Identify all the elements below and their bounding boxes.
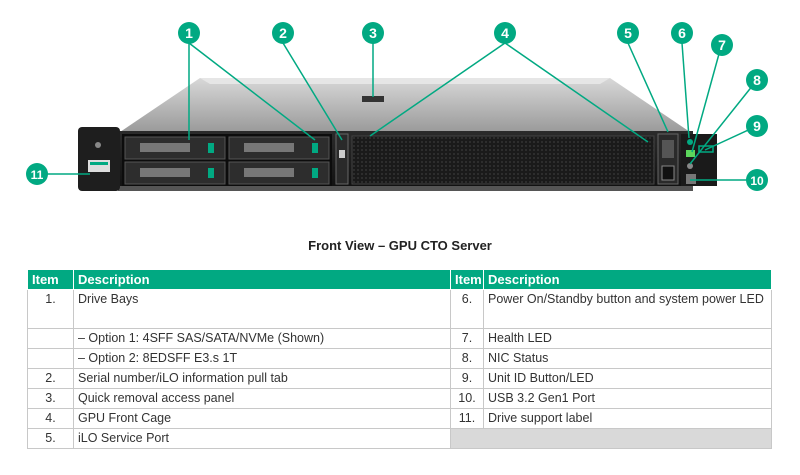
table-row: 4. GPU Front Cage 11. Drive support labe…	[27, 408, 772, 429]
table-row: 5. iLO Service Port	[27, 428, 772, 449]
item-number: 5.	[27, 428, 74, 449]
callout-8: 8	[746, 69, 768, 91]
header-item-right: Item	[450, 269, 484, 290]
item-description: Health LED	[483, 328, 772, 349]
serial-pull-tab	[335, 133, 349, 185]
svg-text:10: 10	[750, 174, 764, 188]
callout-6: 6	[671, 22, 693, 44]
item-description: Serial number/iLO information pull tab	[73, 368, 451, 389]
svg-text:5: 5	[624, 25, 632, 41]
item-number: 11.	[450, 408, 484, 429]
component-table: Item Description Item Description 1. Dri…	[27, 269, 772, 449]
item-number	[27, 348, 74, 369]
item-description: Unit ID Button/LED	[483, 368, 772, 389]
header-description-right: Description	[483, 269, 772, 290]
callout-1: 1	[178, 22, 200, 44]
left-rack-ear	[78, 127, 120, 191]
item-description: Quick removal access panel	[73, 388, 451, 409]
callout-5: 5	[617, 22, 639, 44]
callout-markers: 1 2 3 4 5 6 7 8 9 10 11	[26, 22, 768, 191]
drive-bays	[122, 134, 332, 186]
item-number: 4.	[27, 408, 74, 429]
table-row: 3. Quick removal access panel 10. USB 3.…	[27, 388, 772, 409]
item-description: – Option 2: 8EDSFF E3.s 1T	[73, 348, 451, 369]
table-row: 2. Serial number/iLO information pull ta…	[27, 368, 772, 389]
item-description: Power On/Standby button and system power…	[483, 289, 772, 329]
item-description: GPU Front Cage	[73, 408, 451, 429]
item-number: 9.	[450, 368, 484, 389]
table-row: – Option 1: 4SFF SAS/SATA/NVMe (Shown) 7…	[27, 328, 772, 349]
svg-text:8: 8	[753, 72, 761, 88]
svg-text:11: 11	[31, 168, 44, 182]
item-number: 10.	[450, 388, 484, 409]
front-control-panel	[657, 133, 717, 186]
quick-removal-access-panel	[362, 96, 384, 102]
table-filler-cell	[450, 428, 772, 449]
figure-caption: Front View – GPU CTO Server	[308, 238, 492, 253]
header-item-left: Item	[27, 269, 74, 290]
item-description: – Option 1: 4SFF SAS/SATA/NVMe (Shown)	[73, 328, 451, 349]
svg-text:9: 9	[753, 118, 761, 134]
gpu-front-cage	[351, 135, 655, 185]
item-description: USB 3.2 Gen1 Port	[483, 388, 772, 409]
item-description: Drive Bays	[73, 289, 451, 329]
callout-10: 10	[746, 169, 768, 191]
item-number: 7.	[450, 328, 484, 349]
item-description: NIC Status	[483, 348, 772, 369]
callout-lines	[37, 42, 758, 181]
server-front-view-figure: 1 2 3 4 5 6 7 8 9 10 11	[0, 0, 800, 230]
svg-text:3: 3	[369, 25, 377, 41]
item-number: 6.	[450, 289, 484, 329]
item-description: iLO Service Port	[73, 428, 451, 449]
callout-9: 9	[746, 115, 768, 137]
callout-11: 11	[26, 163, 48, 185]
item-number: 3.	[27, 388, 74, 409]
svg-text:4: 4	[501, 25, 509, 41]
item-number: 2.	[27, 368, 74, 389]
callout-3: 3	[362, 22, 384, 44]
callout-7: 7	[711, 34, 733, 56]
callout-2: 2	[272, 22, 294, 44]
table-row: – Option 2: 8EDSFF E3.s 1T 8. NIC Status	[27, 348, 772, 369]
callout-4: 4	[494, 22, 516, 44]
table-header-row: Item Description Item Description	[27, 269, 772, 290]
table-row: 1. Drive Bays 6. Power On/Standby button…	[27, 289, 772, 329]
item-description: Drive support label	[483, 408, 772, 429]
svg-text:1: 1	[185, 25, 193, 41]
svg-text:7: 7	[718, 37, 726, 53]
item-number: 1.	[27, 289, 74, 329]
svg-text:2: 2	[279, 25, 287, 41]
header-description-left: Description	[73, 269, 451, 290]
svg-text:6: 6	[678, 25, 686, 41]
item-number: 8.	[450, 348, 484, 369]
item-number	[27, 328, 74, 349]
